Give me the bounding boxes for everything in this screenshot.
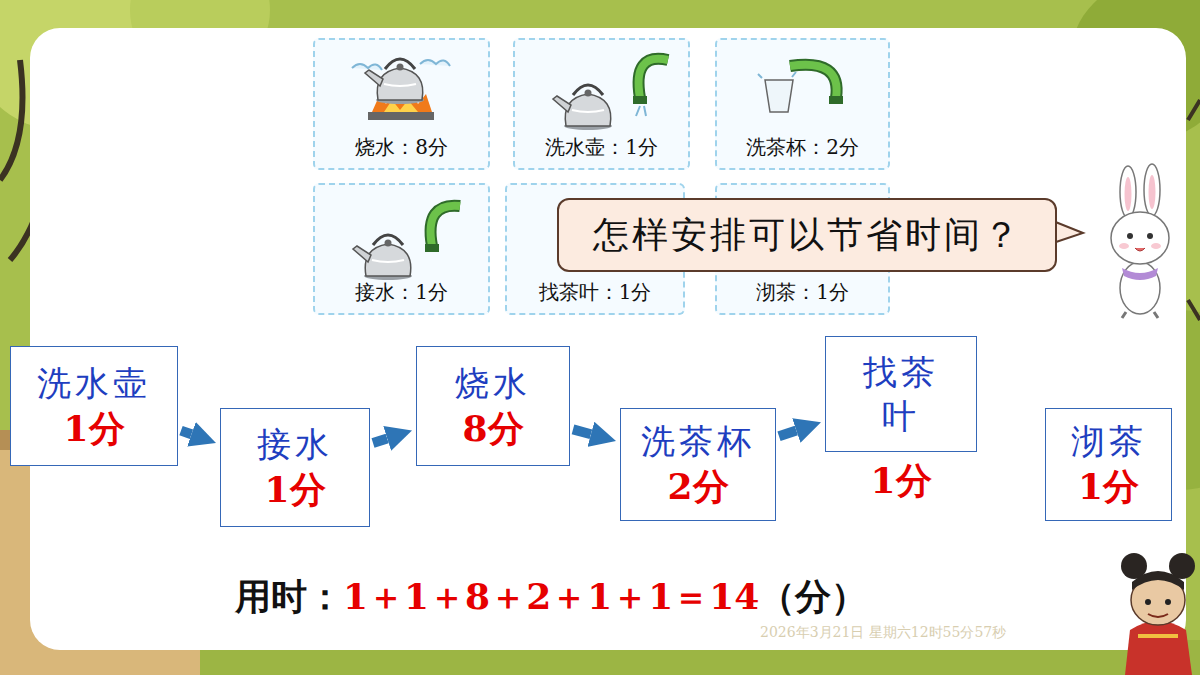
step-label: 烧水：8分 xyxy=(355,135,448,160)
rabbit-figure xyxy=(1149,175,1156,209)
wash-cup-icon xyxy=(758,72,796,78)
nezha-figure xyxy=(1121,553,1195,675)
step-name: 接水 xyxy=(257,422,333,466)
rabbit-figure xyxy=(1147,233,1153,239)
boil-water-icon xyxy=(368,112,434,120)
step-name: 烧水 xyxy=(455,361,531,405)
flow-arrow xyxy=(373,438,387,442)
step-name: 洗水壶 xyxy=(37,361,151,405)
rabbit-figure xyxy=(1119,243,1129,249)
step-time: 1分 xyxy=(870,457,931,504)
white-panel xyxy=(30,28,1186,650)
bubble-tail xyxy=(1053,221,1083,243)
step-label: 沏茶：1分 xyxy=(756,280,849,305)
rabbit-figure xyxy=(1111,164,1169,318)
wash-cup-icon xyxy=(829,96,843,104)
time-unit: （分） xyxy=(759,575,867,618)
foliage-background xyxy=(1188,100,1200,320)
question-text: 怎样安排可以节省时间？ xyxy=(593,212,1022,259)
process-box: 找茶叶1分 xyxy=(825,336,977,452)
wash-cup-icon xyxy=(790,65,837,98)
time-sum: 1＋1＋8＋2＋1＋1＝14 xyxy=(343,575,759,618)
rabbit-figure xyxy=(1144,164,1160,216)
wash-kettle-icon xyxy=(636,106,646,116)
card-grounds xyxy=(313,38,490,170)
step-time: 1分 xyxy=(1078,463,1139,510)
nezha-figure xyxy=(1132,571,1184,590)
step-time: 2分 xyxy=(667,463,728,510)
boil-water-icon xyxy=(352,64,382,70)
step-name: 找茶叶 xyxy=(862,350,940,438)
process-box: 洗水壶1分 xyxy=(10,346,178,466)
rabbit-figure xyxy=(1122,268,1158,280)
flow-arrow xyxy=(573,429,591,434)
fetch-water-icon xyxy=(425,244,439,252)
rabbit-figure xyxy=(1111,212,1169,264)
nezha-figure xyxy=(1125,621,1192,675)
flow-arrow xyxy=(779,430,796,436)
fetch-water-icon xyxy=(431,206,460,246)
process-box: 接水1分 xyxy=(220,408,370,527)
nezha-figure xyxy=(1138,634,1178,638)
time-label: 用时： xyxy=(235,575,343,618)
step-card: 洗茶杯：2分 xyxy=(715,38,890,170)
rabbit-figure xyxy=(1122,312,1158,318)
rabbit-figure xyxy=(1127,233,1133,239)
wash-cup-icon xyxy=(765,80,793,112)
wash-cup-icon xyxy=(790,65,837,98)
boil-water-icon xyxy=(420,60,450,66)
rabbit-figure xyxy=(1151,243,1161,249)
process-box: 洗茶杯2分 xyxy=(620,408,776,521)
fetch-water-icon xyxy=(353,235,412,280)
nezha-figure xyxy=(1145,599,1151,605)
wash-kettle-icon xyxy=(553,85,612,130)
rabbit-figure xyxy=(1125,177,1132,211)
nezha-figure xyxy=(1148,614,1168,617)
step-label: 找茶叶：1分 xyxy=(539,280,652,305)
flow-arrow xyxy=(181,431,191,435)
rabbit-figure xyxy=(1120,166,1136,218)
wash-kettle-icon xyxy=(639,59,668,98)
card-grounds xyxy=(313,38,890,315)
step-label: 洗茶杯：2分 xyxy=(746,135,859,160)
step-card: 烧水：8分 xyxy=(313,38,490,170)
card-grounds xyxy=(513,38,690,170)
step-label: 接水：1分 xyxy=(355,280,448,305)
card-grounds xyxy=(715,38,890,170)
step-time: 1分 xyxy=(63,405,124,452)
speech-bubble: 怎样安排可以节省时间？ xyxy=(557,198,1057,272)
rabbit-figure xyxy=(1135,248,1145,251)
step-label: 洗水壶：1分 xyxy=(545,135,658,160)
step-card: 接水：1分 xyxy=(313,183,490,315)
nezha-figure xyxy=(1165,599,1171,605)
process-box: 烧水8分 xyxy=(416,346,570,466)
rabbit-figure xyxy=(1120,262,1160,314)
wash-kettle-icon xyxy=(639,59,668,98)
fetch-water-icon xyxy=(353,206,460,280)
timestamp-watermark: 2026年3月21日 星期六12时55分57秒 xyxy=(760,624,1006,641)
step-name: 洗茶杯 xyxy=(641,419,755,463)
card-grounds xyxy=(313,183,490,315)
wash-kettle-icon xyxy=(633,96,647,104)
boil-water-icon xyxy=(352,59,450,120)
wash-kettle-icon xyxy=(553,59,668,130)
step-time: 1分 xyxy=(264,466,325,513)
wash-cup-icon xyxy=(758,65,843,112)
fetch-water-icon xyxy=(431,206,460,246)
process-box: 沏茶1分 xyxy=(1045,408,1172,521)
step-card: 洗水壶：1分 xyxy=(513,38,690,170)
step-name: 沏茶 xyxy=(1071,419,1147,463)
step-time: 8分 xyxy=(462,405,523,452)
